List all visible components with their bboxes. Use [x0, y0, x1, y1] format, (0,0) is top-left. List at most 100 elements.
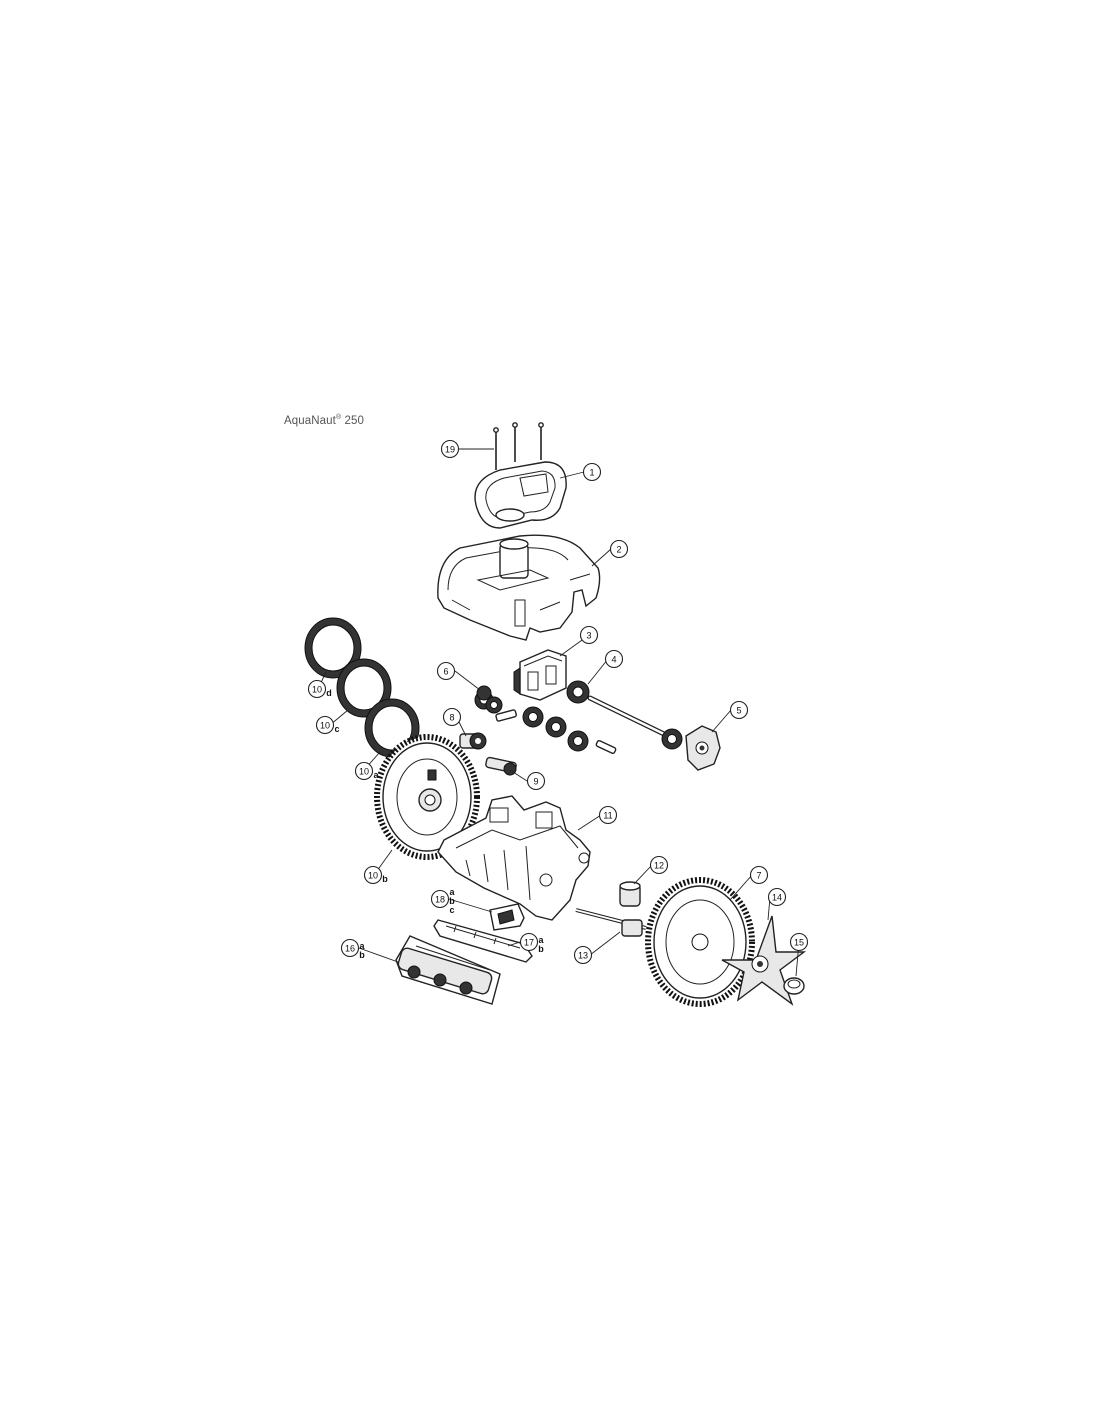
diagram-title: AquaNaut® 250: [284, 414, 364, 427]
part-spindles: [459, 732, 517, 776]
callout-circle: [430, 889, 450, 909]
product-model: 250: [344, 414, 365, 427]
callout-number: 4: [611, 655, 616, 665]
part-top-cover: [474, 461, 567, 529]
callout-12: 12: [649, 855, 669, 875]
part-drive-gears: [495, 680, 683, 754]
callout-5: 5: [729, 700, 749, 720]
callout-circle: [749, 865, 769, 885]
callout-number: 17: [524, 938, 534, 948]
callout-circle: [526, 771, 546, 791]
part-body-housing: [437, 534, 601, 641]
callout-3: 3: [579, 625, 599, 645]
callout-13: 13: [573, 945, 593, 965]
part-chassis: [437, 795, 591, 921]
callout-7: 7: [749, 865, 769, 885]
part-brush-strip: [433, 919, 533, 963]
part-left-wheel: [374, 734, 480, 860]
callout-number: 8: [449, 713, 454, 723]
callout-suffix: d: [326, 688, 332, 698]
part-right-wheel: [645, 877, 755, 1007]
callout-10a: 10 a: [354, 761, 379, 781]
callout-15: 15: [789, 932, 809, 952]
callout-circle: [307, 679, 327, 699]
callout-19: 19: [440, 439, 460, 459]
callout-1: 1: [582, 462, 602, 482]
callout-number: 18: [435, 895, 445, 905]
callout-number: 3: [586, 631, 591, 641]
callout-9: 9: [526, 771, 546, 791]
callout-circle: [604, 649, 624, 669]
callout-10b: 10 b: [363, 865, 388, 885]
callout-10c: 10 c: [315, 715, 340, 735]
callout-circle: [519, 932, 539, 952]
callout-suffix: b: [382, 874, 388, 884]
callout-number: 10: [368, 871, 378, 881]
callout-circle: [354, 761, 374, 781]
callout-suffix: a: [538, 935, 544, 945]
callout-number: 1: [589, 468, 594, 478]
callout-circle: [315, 715, 335, 735]
callout-6: 6: [436, 661, 456, 681]
callout-circle: [609, 539, 629, 559]
part-star-hub: [721, 915, 807, 1006]
part-valve-block: [513, 649, 567, 701]
registered-mark: ®: [335, 414, 342, 421]
callout-suffix: b: [538, 944, 544, 954]
callout-number: 12: [654, 861, 664, 871]
callout-11: 11: [598, 805, 618, 825]
callout-circle: [573, 945, 593, 965]
callout-2: 2: [609, 539, 629, 559]
callout-10d: 10 d: [307, 679, 332, 699]
callout-number: 6: [443, 667, 448, 677]
callout-number: 13: [578, 951, 588, 961]
callout-circle: [363, 865, 383, 885]
callout-suffix: a: [373, 770, 379, 780]
callout-number: 2: [616, 545, 621, 555]
callout-number: 7: [756, 871, 761, 881]
callout-number: 14: [772, 893, 782, 903]
callout-circle: [579, 625, 599, 645]
part-axle-bushing: [575, 881, 647, 937]
part-clip: [489, 903, 525, 931]
callout-14: 14: [767, 887, 787, 907]
callout-circle: [729, 700, 749, 720]
callout-circle: [649, 855, 669, 875]
part-roller: [395, 935, 501, 1005]
callout-number: 19: [445, 445, 455, 455]
product-name: AquaNaut: [284, 414, 336, 427]
callout-number: 16: [345, 944, 355, 954]
callout-circle: [598, 805, 618, 825]
callout-number: 10: [320, 721, 330, 731]
callout-circle: [767, 887, 787, 907]
part-small-cap: [783, 977, 805, 995]
callout-number: 15: [794, 938, 804, 948]
callout-suffix: c: [449, 905, 454, 915]
callout-suffix: a: [449, 887, 455, 897]
callout-4: 4: [604, 649, 624, 669]
callout-number: 10: [312, 685, 322, 695]
callout-circle: [440, 439, 460, 459]
callout-circle: [436, 661, 456, 681]
callout-number: 5: [736, 706, 741, 716]
callout-suffix: a: [359, 941, 365, 951]
callout-17: 17 ab: [519, 932, 544, 954]
callout-18: 18 abc: [430, 887, 455, 915]
callout-circle: [582, 462, 602, 482]
callout-8: 8: [442, 707, 462, 727]
callout-suffix: c: [334, 724, 339, 734]
callout-circle: [789, 932, 809, 952]
callout-circle: [340, 938, 360, 958]
part-screws: [493, 422, 544, 470]
callout-number: 11: [603, 811, 612, 821]
part-hub-cap: [685, 725, 721, 771]
callout-suffix: b: [449, 896, 455, 906]
callout-suffix: b: [359, 950, 365, 960]
callout-16: 16 ab: [340, 938, 365, 960]
callout-number: 9: [533, 777, 538, 787]
callout-circle: [442, 707, 462, 727]
part-gear-pair: [474, 685, 503, 714]
callout-number: 10: [359, 767, 369, 777]
